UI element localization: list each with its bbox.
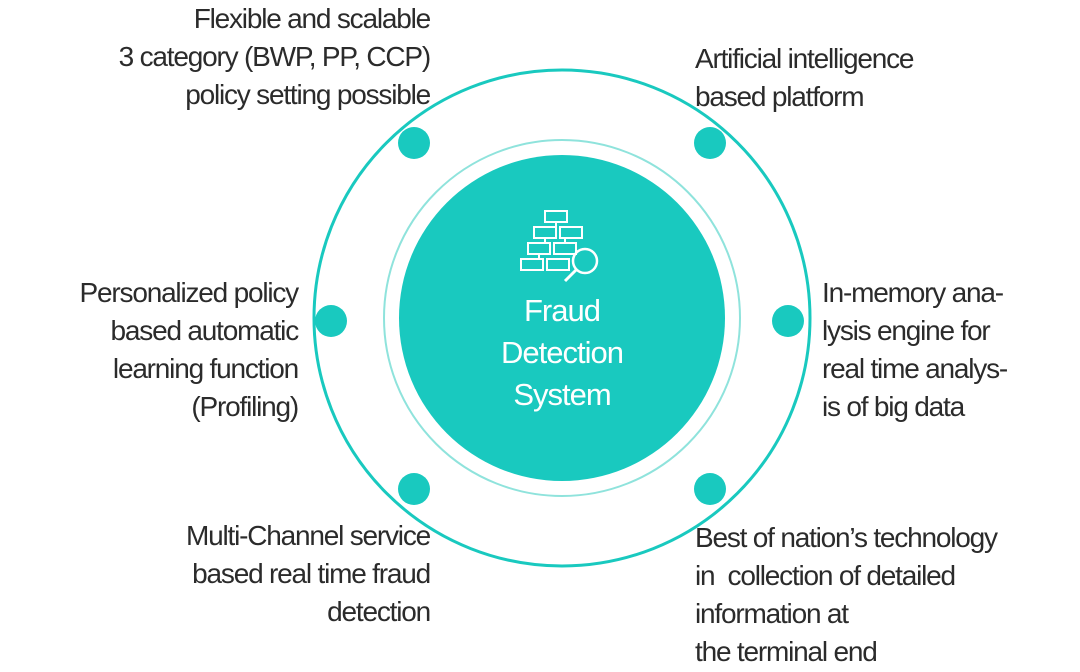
marker-dot-top-left — [398, 127, 430, 159]
inner-ring — [383, 139, 741, 497]
center-title: Fraud Detection System — [501, 293, 624, 412]
center-disc — [399, 155, 725, 481]
hierarchy-search-icon — [520, 210, 599, 283]
marker-dot-bottom-right — [694, 473, 726, 505]
feature-ai-platform: Artificial intelligence based platform — [695, 43, 914, 112]
marker-dot-mid-right — [772, 305, 804, 337]
feature-personalized-learning: Personalized policy based automatic lear… — [79, 277, 300, 422]
marker-dot-bottom-left — [398, 473, 430, 505]
feature-multi-channel: Multi-Channel service based real time fr… — [185, 520, 431, 627]
feature-flexible-policy: Flexible and scalable 3 category (BWP, P… — [118, 3, 432, 110]
marker-dot-top-right — [694, 127, 726, 159]
feature-terminal-collection: Best of nation’s technology in collectio… — [695, 522, 998, 667]
marker-dot-mid-left — [315, 305, 347, 337]
outer-ring — [312, 68, 812, 568]
feature-in-memory-engine: In-memory ana- lysis engine for real tim… — [822, 277, 1008, 422]
